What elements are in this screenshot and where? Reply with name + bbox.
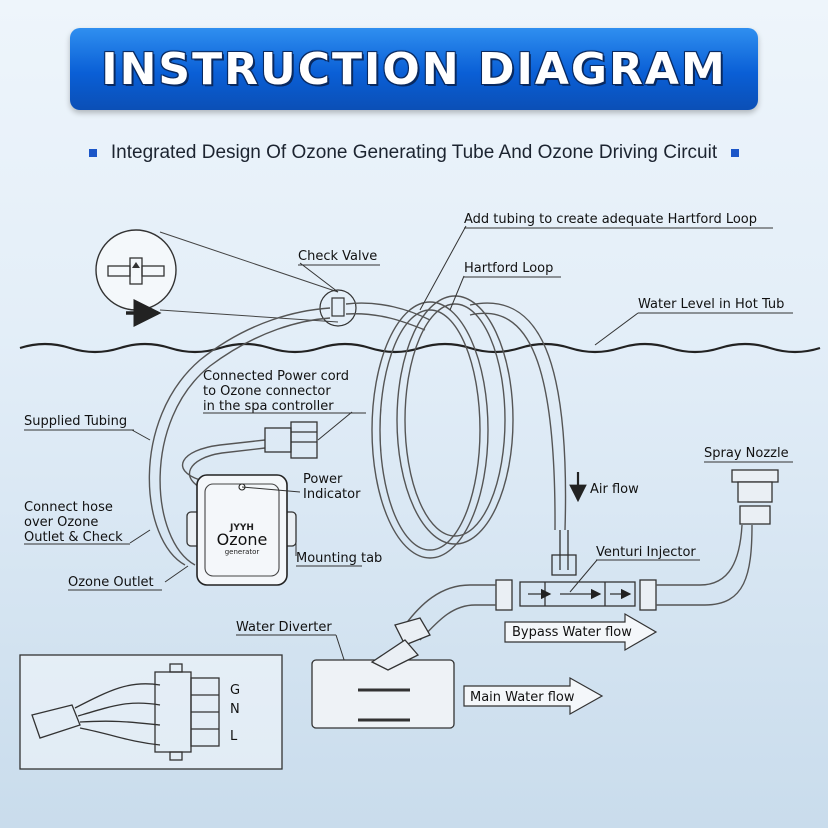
label-power-cord-1: Connected Power cord: [203, 369, 349, 384]
label-main-flow: Main Water flow: [470, 690, 575, 705]
check-valve-inset: [95, 229, 339, 327]
label-water-level: Water Level in Hot Tub: [638, 297, 784, 312]
power-connector: [264, 421, 318, 459]
pin-g: G: [230, 683, 240, 698]
label-power-cord-3: in the spa controller: [203, 399, 334, 414]
label-hartford-note: Add tubing to create adequate Hartford L…: [464, 212, 757, 227]
water-level-line: [19, 342, 821, 354]
subtitle: Integrated Design Of Ozone Generating Tu…: [110, 142, 718, 163]
device-sub: generator: [225, 548, 260, 556]
label-water-diverter: Water Diverter: [236, 620, 332, 635]
label-check-valve: Check Valve: [298, 249, 377, 264]
ozone-generator: JYYH Ozone generator: [186, 474, 297, 586]
label-venturi-injector: Venturi Injector: [596, 545, 696, 560]
power-cord: [181, 439, 266, 481]
label-bypass-flow: Bypass Water flow: [512, 625, 632, 640]
pin-l: L: [230, 729, 238, 744]
label-connect-hose-3: Outlet & Check: [24, 530, 123, 545]
label-supplied-tubing: Supplied Tubing: [24, 414, 127, 429]
diverter-pipe-fitting: [370, 617, 431, 671]
label-spray-nozzle: Spray Nozzle: [704, 446, 789, 461]
label-power-indicator-1: Power: [303, 472, 343, 487]
label-ozone-outlet: Ozone Outlet: [68, 575, 154, 590]
venturi-injector: [519, 530, 636, 607]
device-name: Ozone: [217, 530, 268, 549]
water-diverter: [311, 659, 455, 729]
title-banner: INSTRUCTION DIAGRAM: [70, 28, 758, 110]
subtitle-row: Integrated Design Of Ozone Generating Tu…: [0, 140, 828, 166]
label-air-flow: Air flow: [590, 482, 639, 497]
label-power-indicator-2: Indicator: [303, 487, 361, 502]
bypass-flow-arrow-icon: [504, 612, 658, 652]
wiring-inset: [19, 654, 283, 770]
bullet-left-icon: [88, 149, 97, 157]
main-flow-arrow-icon: [463, 676, 604, 716]
bullet-right-icon: [731, 149, 740, 157]
check-valve: [319, 289, 357, 327]
label-mounting-tab: Mounting tab: [296, 551, 382, 566]
pipe-unions: [495, 579, 657, 611]
device-brand: JYYH: [229, 523, 254, 533]
label-hartford-loop: Hartford Loop: [464, 261, 553, 276]
label-connect-hose-2: over Ozone: [24, 515, 98, 530]
pin-n: N: [230, 702, 240, 717]
label-connect-hose-1: Connect hose: [24, 500, 113, 515]
hartford-loop: [371, 295, 567, 559]
label-power-cord-2: to Ozone connector: [203, 384, 331, 399]
spray-nozzle: [731, 469, 779, 525]
page-title: INSTRUCTION DIAGRAM: [101, 43, 727, 95]
supplied-tubing: [148, 307, 331, 566]
